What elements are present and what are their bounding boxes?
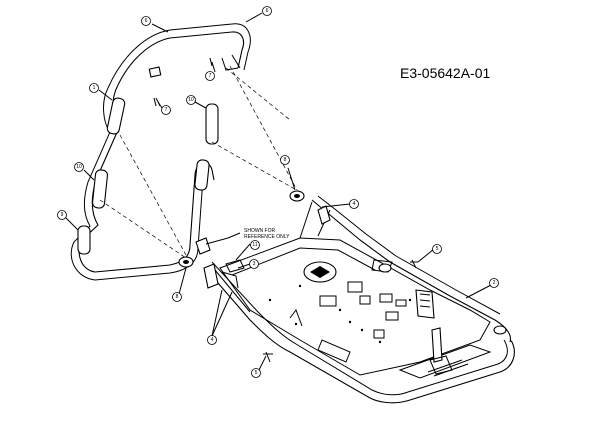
- svg-text:8: 8: [284, 157, 287, 163]
- callout-6-top-right: 6: [262, 6, 272, 16]
- callout-8-lower: 8: [172, 292, 182, 302]
- svg-text:6: 6: [145, 18, 148, 24]
- reference-note-line-1: SHOWN FOR: [244, 228, 275, 234]
- reference-note-line-2: REFERENCE ONLY: [244, 234, 290, 240]
- callout-2: 2: [489, 278, 499, 288]
- callout-5-bottom: 5: [251, 368, 261, 378]
- callout-8-upper: 8: [280, 155, 290, 165]
- callout-7-upper: 7: [205, 71, 215, 81]
- callout-9: 9: [57, 210, 67, 220]
- callout-5-right: 5: [432, 244, 442, 254]
- svg-text:10: 10: [76, 164, 82, 170]
- svg-text:5: 5: [255, 370, 258, 376]
- reference-part: SHOWN FOR REFERENCE ONLY: [195, 228, 290, 255]
- assembly-guide-lines: [99, 65, 301, 259]
- svg-text:5: 5: [436, 246, 439, 252]
- callout-6-top-left: 6: [141, 16, 151, 26]
- callout-4-right: 4: [349, 199, 359, 209]
- callout-10-left: 10: [74, 162, 84, 172]
- drawing-number: E3-05642A-01: [400, 65, 491, 81]
- callout-7-lower: 7: [161, 105, 171, 115]
- callout-4-bottom: 4: [207, 335, 217, 345]
- svg-text:6: 6: [266, 8, 269, 14]
- main-frame: [203, 195, 515, 404]
- leader-lines: [65, 12, 492, 371]
- callout-10-right: 10: [186, 95, 196, 105]
- svg-text:7: 7: [165, 107, 168, 113]
- svg-text:9: 9: [61, 212, 64, 218]
- svg-text:11: 11: [252, 242, 257, 248]
- svg-text:7: 7: [209, 73, 212, 79]
- svg-text:4: 4: [211, 337, 214, 343]
- svg-text:10: 10: [188, 97, 194, 103]
- svg-text:3: 3: [253, 261, 256, 267]
- svg-text:4: 4: [353, 201, 356, 207]
- svg-text:8: 8: [176, 294, 179, 300]
- callout-11: 11: [250, 240, 260, 250]
- svg-text:2: 2: [493, 280, 496, 286]
- roll-bar: [70, 23, 305, 281]
- svg-text:1: 1: [93, 85, 96, 91]
- callout-3: 3: [249, 259, 259, 269]
- callout-1: 1: [89, 83, 99, 93]
